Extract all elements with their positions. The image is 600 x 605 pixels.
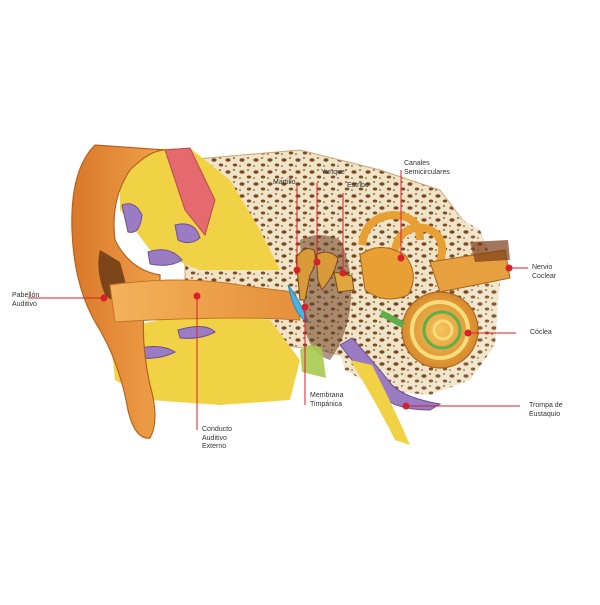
dot-conducto bbox=[193, 292, 201, 300]
dot-estribo bbox=[339, 269, 347, 277]
leader-dots bbox=[100, 254, 513, 410]
leader-lines bbox=[28, 170, 528, 430]
dot-yunque bbox=[313, 258, 321, 266]
dot-pabellon bbox=[100, 294, 108, 302]
label-yunque: Yunque bbox=[321, 169, 345, 176]
muscle-strip bbox=[164, 147, 216, 237]
label-nervio-coclear: Nervio Coclear bbox=[532, 264, 557, 280]
semicircular-canal-2 bbox=[391, 223, 447, 264]
gland-1 bbox=[121, 203, 143, 233]
cochlea-turn-3 bbox=[432, 319, 454, 341]
label-membrana-timpanica: Membrana Timpánica bbox=[310, 392, 344, 408]
label-conducto-auditivo-externo: Conducto Auditivo Externo bbox=[202, 426, 232, 450]
malleus bbox=[295, 248, 316, 301]
label-pabellon-auditivo: Pabellón Auditivo bbox=[12, 292, 40, 308]
soft-tissue-lower bbox=[110, 312, 300, 405]
nerve-sheath bbox=[470, 240, 510, 262]
dot-canales bbox=[397, 254, 405, 262]
label-canales-semicirculares: Canales Semicirculares bbox=[404, 160, 450, 176]
label-coclea: Cóclea bbox=[530, 329, 552, 336]
lower-tissue-green bbox=[300, 345, 326, 378]
label-trompa-de-eustaquio: Trompa de Eustaquio bbox=[529, 402, 563, 418]
ear-canal bbox=[109, 279, 301, 323]
dot-trompa bbox=[402, 402, 410, 410]
dot-coclea bbox=[464, 329, 472, 337]
label-martillo: Martillo bbox=[273, 179, 296, 186]
cochlear-duct bbox=[380, 310, 405, 328]
gland-2 bbox=[147, 249, 183, 266]
dot-membrana bbox=[301, 303, 309, 311]
dot-martillo bbox=[293, 266, 301, 274]
pharyngeal-tissue bbox=[350, 360, 410, 445]
incus bbox=[315, 251, 339, 292]
gland-3 bbox=[174, 223, 201, 244]
dot-nervio bbox=[505, 264, 513, 272]
label-estribo: Estribo bbox=[347, 182, 369, 189]
cochlea-turn-2 bbox=[422, 310, 462, 350]
vestibule bbox=[359, 247, 414, 300]
